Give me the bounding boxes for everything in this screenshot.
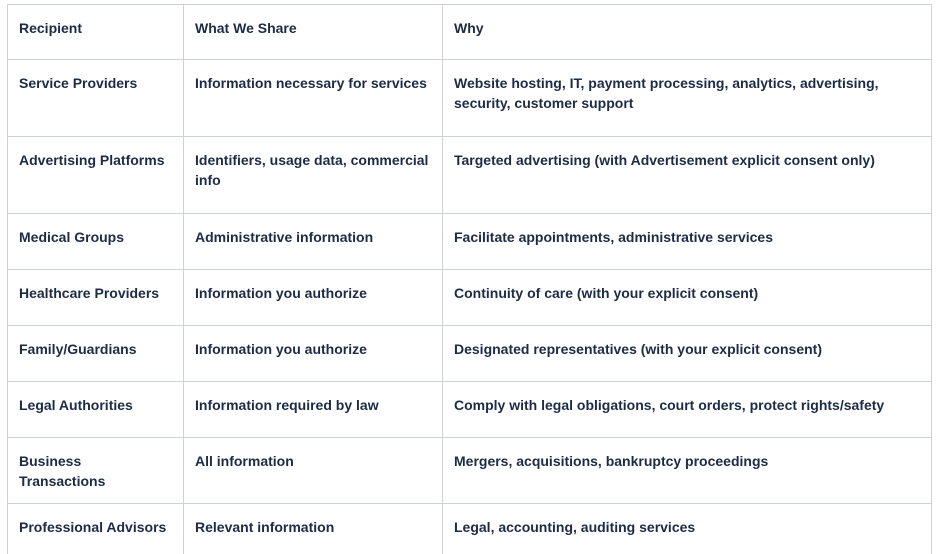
table-row: Advertising Platforms Identifiers, usage… xyxy=(7,136,932,214)
cell-recipient: Legal Authorities xyxy=(7,381,184,438)
cell-what-we-share: Information necessary for services xyxy=(183,59,443,137)
cell-recipient: Professional Advisors xyxy=(7,503,184,554)
cell-why: Legal, accounting, auditing services xyxy=(442,503,932,554)
cell-why: Website hosting, IT, payment processing,… xyxy=(442,59,932,137)
cell-why: Facilitate appointments, administrative … xyxy=(442,213,932,270)
table-row: Legal Authorities Information required b… xyxy=(7,381,932,438)
cell-what-we-share: Administrative information xyxy=(183,213,443,270)
table-row: Healthcare Providers Information you aut… xyxy=(7,269,932,326)
cell-what-we-share: Information you authorize xyxy=(183,269,443,326)
column-header-recipient: Recipient xyxy=(7,4,184,60)
cell-recipient: Healthcare Providers xyxy=(7,269,184,326)
cell-what-we-share: Information required by law xyxy=(183,381,443,438)
cell-why: Mergers, acquisitions, bankruptcy procee… xyxy=(442,437,932,504)
cell-why: Comply with legal obligations, court ord… xyxy=(442,381,932,438)
column-header-what-we-share: What We Share xyxy=(183,4,443,60)
table-row: Medical Groups Administrative informatio… xyxy=(7,213,932,270)
table-row: Family/Guardians Information you authori… xyxy=(7,325,932,382)
cell-why: Targeted advertising (with Advertisement… xyxy=(442,136,932,214)
cell-what-we-share: All information xyxy=(183,437,443,504)
table-row: Professional Advisors Relevant informati… xyxy=(7,503,932,554)
cell-why: Designated representatives (with your ex… xyxy=(442,325,932,382)
cell-recipient: Business Transactions xyxy=(7,437,184,504)
cell-what-we-share: Relevant information xyxy=(183,503,443,554)
cell-what-we-share: Identifiers, usage data, commercial info xyxy=(183,136,443,214)
table-row: Business Transactions All information Me… xyxy=(7,437,932,504)
cell-why: Continuity of care (with your explicit c… xyxy=(442,269,932,326)
cell-recipient: Advertising Platforms xyxy=(7,136,184,214)
table-header-row: Recipient What We Share Why xyxy=(7,4,932,60)
cell-recipient: Family/Guardians xyxy=(7,325,184,382)
column-header-why: Why xyxy=(442,4,932,60)
data-sharing-table: Recipient What We Share Why Service Prov… xyxy=(7,4,932,554)
cell-recipient: Service Providers xyxy=(7,59,184,137)
cell-recipient: Medical Groups xyxy=(7,213,184,270)
cell-what-we-share: Information you authorize xyxy=(183,325,443,382)
table-row: Service Providers Information necessary … xyxy=(7,59,932,137)
